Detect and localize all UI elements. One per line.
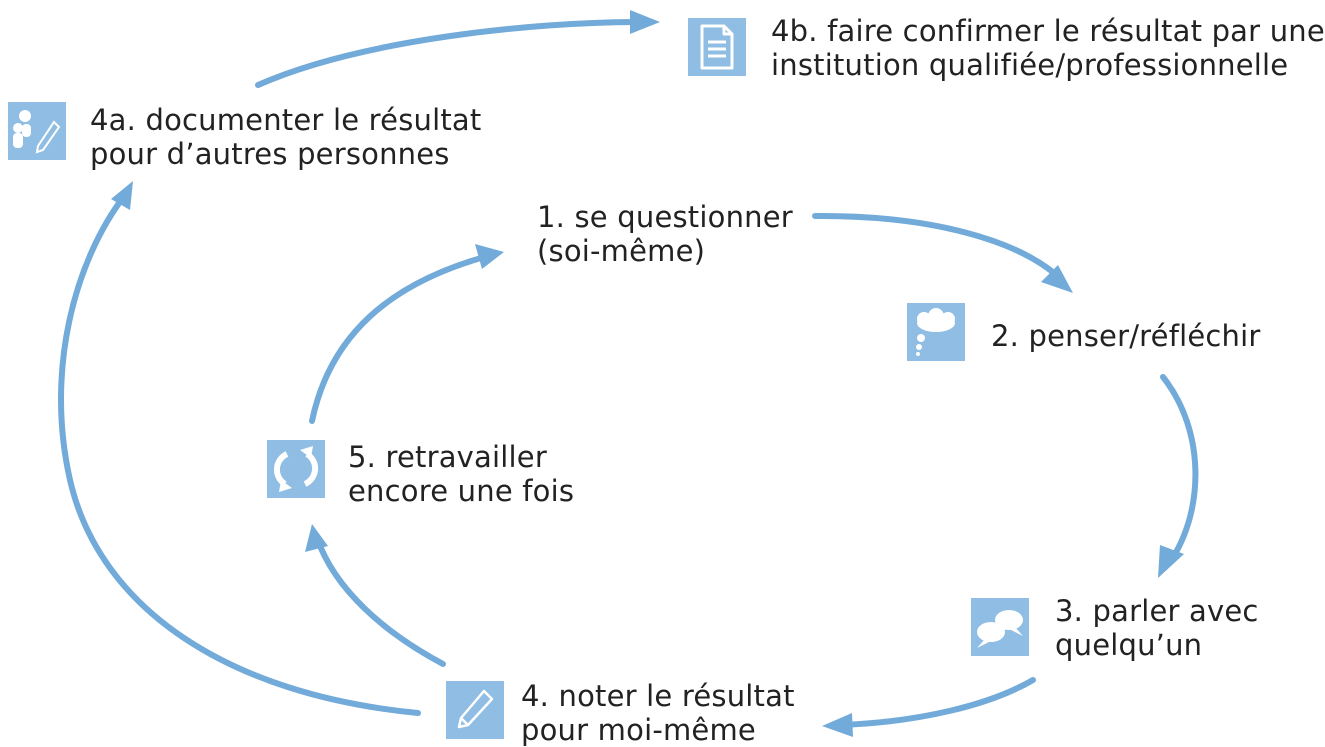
arrowhead-step3 <box>1158 545 1184 578</box>
edge-step4a-step4b <box>255 19 643 88</box>
node-step4-label: 4. noter le résultat pour moi-même <box>521 679 795 747</box>
node-step5-line2: encore une fois <box>348 474 575 508</box>
speech-bubbles-icon <box>971 598 1029 656</box>
arrowhead-step1 <box>475 244 504 269</box>
node-step4b-label: 4b. faire confirmer le résultat par une … <box>771 14 1325 82</box>
node-step3-label: 3. parler avec quelqu’un <box>1055 594 1259 662</box>
arrows-layer <box>58 10 1199 737</box>
edge-step5-step1 <box>309 253 491 424</box>
node-step3-line1: 3. parler avec <box>1055 594 1259 628</box>
node-step4-line2: pour moi-même <box>521 713 756 747</box>
node-step1-line2: (soi-même) <box>537 234 706 268</box>
node-step4a-label: 4a. documenter le résultat pour d’autres… <box>90 103 481 171</box>
edge-step2-step3 <box>1160 374 1199 565</box>
edge-step4-step5 <box>314 535 446 667</box>
arrowhead-step4a <box>111 181 133 210</box>
arrowhead-step4b <box>630 10 660 34</box>
node-step4a-line2: pour d’autres personnes <box>90 137 450 171</box>
refresh-icon <box>267 440 325 498</box>
arrowhead-step2 <box>1041 265 1073 293</box>
cycle-diagram: 1. se questionner (soi-même) 2. penser/r… <box>8 10 1325 747</box>
arrowhead-step4 <box>822 713 853 737</box>
node-step2-label: 2. penser/réfléchir <box>991 319 1261 353</box>
pencil-icon <box>446 681 504 739</box>
people-writing-icon <box>8 102 66 160</box>
arrowhead-step5 <box>305 524 328 552</box>
node-step1-line1: 1. se questionner <box>537 200 793 234</box>
node-step4b-line2: institution qualifiée/professionnelle <box>771 48 1289 82</box>
node-step3-line2: quelqu’un <box>1055 628 1203 662</box>
node-step2-line1: 2. penser/réfléchir <box>991 319 1261 353</box>
edge-step1-step2 <box>812 212 1065 283</box>
thought-bubble-icon <box>907 303 965 361</box>
edge-step3-step4 <box>837 677 1036 728</box>
node-step4b-line1: 4b. faire confirmer le résultat par une <box>771 14 1325 48</box>
node-step5-label: 5. retravailler encore une fois <box>348 440 574 508</box>
node-step5-line1: 5. retravailler <box>348 440 547 474</box>
document-icon <box>688 18 746 76</box>
node-step4-line1: 4. noter le résultat <box>521 679 795 713</box>
edge-step4-step4a <box>58 192 421 716</box>
node-step4a-line1: 4a. documenter le résultat <box>90 103 482 137</box>
node-step1-label: 1. se questionner (soi-même) <box>537 200 793 268</box>
